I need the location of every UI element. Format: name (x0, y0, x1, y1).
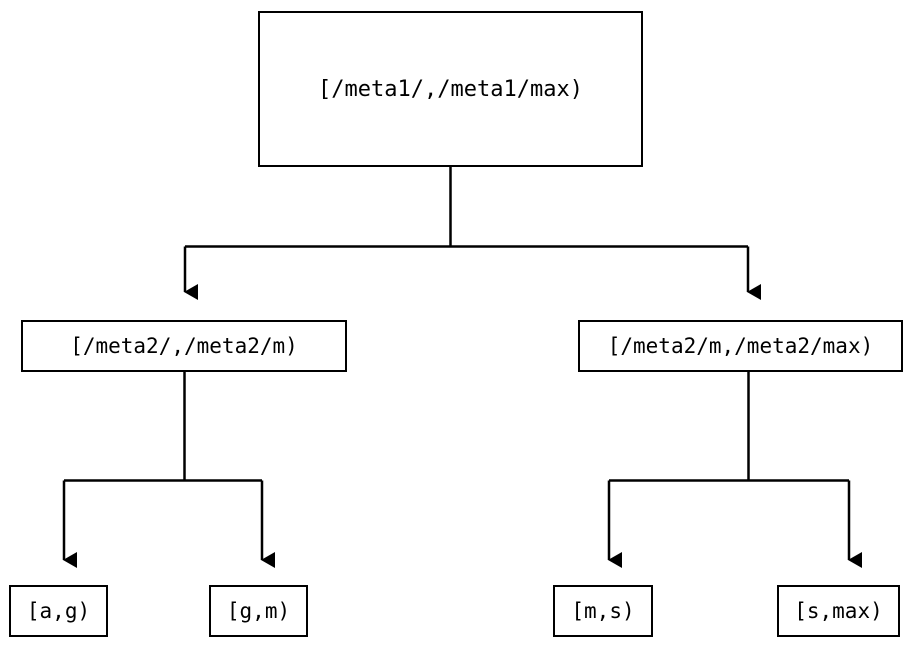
node-mid-right-label: [/meta2/m,/meta2/max) (607, 334, 874, 358)
node-leaf-a-g[interactable]: [a,g) (9, 585, 108, 637)
edge-mid-right-to-leaves (607, 372, 862, 568)
edge-root-to-mid-level (183, 167, 761, 300)
edge-mid-left-to-leaves (62, 372, 275, 568)
node-mid-left-meta2-lower[interactable]: [/meta2/,/meta2/m) (21, 320, 347, 372)
node-leaf-s-max-label: [s,max) (794, 599, 883, 623)
node-leaf-m-s[interactable]: [m,s) (553, 585, 653, 637)
node-leaf-g-m-label: [g,m) (226, 599, 291, 623)
node-mid-left-label: [/meta2/,/meta2/m) (70, 334, 298, 358)
node-leaf-a-g-label: [a,g) (26, 599, 91, 623)
node-leaf-g-m[interactable]: [g,m) (209, 585, 308, 637)
node-root-meta1-range[interactable]: [/meta1/,/meta1/max) (258, 11, 643, 167)
node-leaf-m-s-label: [m,s) (571, 599, 635, 623)
node-mid-right-meta2-upper[interactable]: [/meta2/m,/meta2/max) (578, 320, 903, 372)
node-root-label: [/meta1/,/meta1/max) (318, 76, 583, 102)
node-leaf-s-max[interactable]: [s,max) (777, 585, 900, 637)
